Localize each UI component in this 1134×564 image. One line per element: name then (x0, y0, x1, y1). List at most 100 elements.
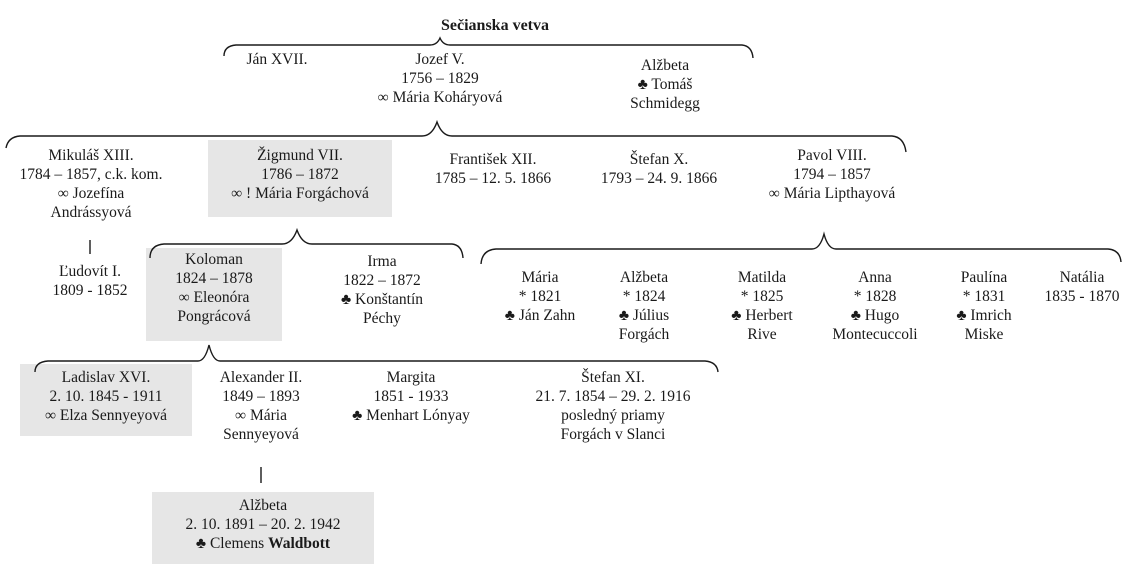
person-name: Alžbeta (619, 269, 669, 286)
person-spouse: ♣ Tomáš (637, 76, 693, 93)
person-spouse-line2: Schmidegg (630, 95, 700, 112)
pavol-children-brace (480, 231, 1122, 265)
person-spouse-line2: Pongrácová (177, 308, 251, 325)
person-spouse: ∞ Mária Koháryová (377, 89, 503, 106)
person-spouse: ∞ ! Mária Forgáchová (231, 185, 369, 202)
person-matilda: Matilda * 1825 ♣ Herbert Rive (712, 268, 812, 344)
person-name: Anna (858, 269, 892, 286)
person-name: Štefan XI. (581, 369, 645, 386)
spouse-prefix: ♣ Clemens (195, 535, 269, 552)
person-name: Alexander II. (219, 369, 303, 386)
person-dates: 1809 - 1852 (52, 282, 128, 299)
person-dates: 1756 – 1829 (401, 70, 479, 87)
person-maria: Mária * 1821 ♣ Ján Zahn (488, 268, 592, 325)
person-name: Ladislav XVI. (61, 369, 151, 386)
person-spouse: ♣ Herbert (731, 307, 793, 324)
person-ladislav-xvi: Ladislav XVI. 2. 10. 1845 - 1911 ∞ Elza … (20, 368, 192, 425)
person-spouse: ∞ Eleonóra (178, 289, 250, 306)
person-name: Natália (1059, 269, 1105, 286)
person-name: František XII. (449, 151, 537, 168)
person-name: Pavol VIII. (797, 147, 867, 164)
person-koloman: Koloman 1824 – 1878 ∞ Eleonóra Pongrácov… (146, 250, 282, 326)
person-name: Matilda (737, 269, 787, 286)
person-spouse: ♣ Hugo (850, 307, 900, 324)
person-ludovit-i: Ľudovít I. 1809 - 1852 (30, 262, 150, 300)
person-spouse: ♣ Ján Zahn (504, 307, 576, 324)
person-name: Mikuláš XIII. (48, 147, 134, 164)
person-jozef-v: Jozef V. 1756 – 1829 ∞ Mária Koháryová (350, 50, 530, 107)
person-name: Koloman (185, 251, 243, 268)
person-alzbeta-waldbott: Alžbeta 2. 10. 1891 – 20. 2. 1942 ♣ Clem… (152, 496, 374, 553)
zigmund-children-brace (149, 227, 464, 259)
person-spouse: ♣ Imrich (956, 307, 1012, 324)
person-dates: 21. 7. 1854 – 29. 2. 1916 (535, 388, 691, 405)
person-spouse: ♣ Menhart Lónyay (352, 407, 470, 424)
gen2-brace (5, 119, 907, 153)
person-spouse-line2: Péchy (363, 310, 401, 327)
person-name: Žigmund VII. (257, 147, 343, 164)
zigmund-highlight (208, 140, 392, 217)
person-dates: 1835 - 1870 (1044, 288, 1120, 305)
person-spouse-line2: Rive (747, 326, 777, 343)
person-name: Ľudovít I. (59, 263, 121, 280)
person-dates: * 1825 (740, 288, 784, 305)
person-note-line2: Forgách v Slanci (560, 426, 666, 443)
person-zigmund-vii: Žigmund VII. 1786 – 1872 ∞ ! Mária Forgá… (208, 146, 392, 203)
person-dates: * 1828 (853, 288, 897, 305)
person-name: Ján XVII. (246, 51, 308, 68)
person-spouse-line2: Andrássyová (50, 204, 132, 221)
person-spouse-line2: Sennyeyová (223, 426, 299, 443)
person-spouse: ∞ Jozefína (57, 185, 125, 202)
spouse-surname: Waldbott (268, 535, 331, 552)
person-name: Irma (367, 253, 397, 270)
person-natalia: Natália 1835 - 1870 (1032, 268, 1132, 306)
person-frantisek-xii: František XII. 1785 – 12. 5. 1866 (418, 150, 568, 188)
person-anna: Anna * 1828 ♣ Hugo Montecuccoli (816, 268, 934, 344)
alzbeta-waldbott-highlight (152, 492, 374, 564)
person-dates: 1851 - 1933 (373, 388, 449, 405)
person-spouse: ∞ Mária (235, 407, 287, 424)
person-margita: Margita 1851 - 1933 ♣ Menhart Lónyay (336, 368, 486, 425)
person-name: Margita (386, 369, 436, 386)
person-name: Jozef V. (415, 51, 465, 68)
person-dates: 2. 10. 1891 – 20. 2. 1942 (185, 516, 341, 533)
person-note: posledný priamy (561, 407, 665, 424)
person-dates: 1785 – 12. 5. 1866 (434, 170, 552, 187)
person-name: Štefan X. (629, 151, 689, 168)
person-spouse: ♣ Clemens Waldbott (152, 534, 374, 553)
person-dates: 1784 – 1857, c.k. kom. (19, 166, 163, 183)
person-dates: 1793 – 24. 9. 1866 (600, 170, 718, 187)
person-spouse: ♣ Konštantín (340, 291, 424, 308)
person-alzbeta-gen1: Alžbeta ♣ Tomáš Schmidegg (610, 56, 720, 113)
person-name: Mária (521, 269, 559, 286)
ladislav-highlight (20, 364, 192, 436)
person-spouse-line2: Miske (964, 326, 1004, 343)
person-dates: 1824 – 1878 (175, 270, 253, 287)
person-pavol-viii: Pavol VIII. 1794 – 1857 ∞ Mária Lipthayo… (750, 146, 914, 203)
person-alexander-ii: Alexander II. 1849 – 1893 ∞ Mária Sennye… (200, 368, 322, 444)
person-spouse: ∞ Elza Sennyeyová (44, 407, 168, 424)
person-dates: * 1831 (962, 288, 1006, 305)
person-mikulas-xiii: Mikuláš XIII. 1784 – 1857, c.k. kom. ∞ J… (0, 146, 182, 222)
person-dates: 1849 – 1893 (222, 388, 300, 405)
person-dates: 1794 – 1857 (793, 166, 871, 183)
branch-title: Sečianska vetva (441, 17, 549, 34)
person-paulina: Paulína * 1831 ♣ Imrich Miske (944, 268, 1024, 344)
person-stefan-xi: Štefan XI. 21. 7. 1854 – 29. 2. 1916 pos… (508, 368, 718, 444)
person-name: Alžbeta (238, 497, 288, 514)
person-dates: 1822 – 1872 (343, 272, 421, 289)
koloman-highlight (146, 248, 282, 341)
person-spouse: ♣ Július (618, 307, 670, 324)
koloman-children-brace (34, 344, 719, 373)
person-name: Paulína (960, 269, 1008, 286)
person-irma: Irma 1822 – 1872 ♣ Konštantín Péchy (320, 252, 444, 328)
person-spouse-line2: Montecuccoli (832, 326, 918, 343)
person-spouse: ∞ Mária Lipthayová (768, 185, 896, 202)
person-jan-xvii: Ján XVII. (222, 50, 332, 69)
person-dates: * 1821 (518, 288, 562, 305)
person-stefan-x: Štefan X. 1793 – 24. 9. 1866 (586, 150, 732, 188)
person-spouse-line2: Forgách (618, 326, 670, 343)
person-name: Alžbeta (640, 57, 690, 74)
gen1-brace (223, 36, 754, 59)
